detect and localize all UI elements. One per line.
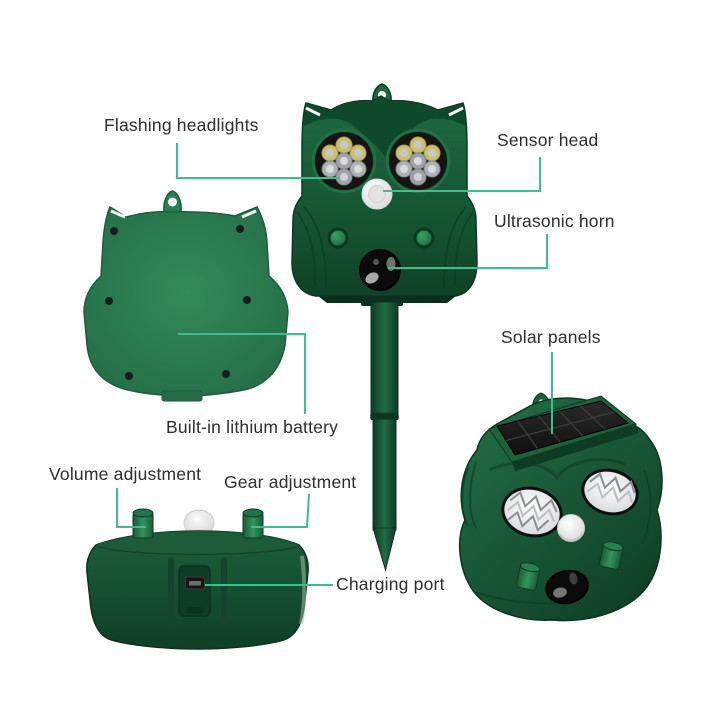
- front-view-device: [291, 83, 478, 572]
- lower-slot: [186, 607, 204, 614]
- callout-lines: [116, 143, 553, 586]
- brow-shading: [304, 96, 466, 157]
- ear-notch-right: [448, 106, 464, 117]
- callout-line-ultrasonic-horn: [388, 234, 548, 269]
- adjustment-knob-left-angled: [515, 562, 541, 591]
- label-charging-port: Charging port: [336, 574, 445, 594]
- solar-panel: [488, 395, 639, 471]
- ridge-left: [168, 557, 174, 631]
- led-headlight-right: [385, 128, 451, 194]
- base-top-edge: [97, 546, 298, 556]
- adjustment-knob-right: [413, 227, 435, 249]
- back-panel: [83, 205, 289, 397]
- label-ultrasonic-horn: Ultrasonic horn: [494, 211, 615, 231]
- led-reflector-left: [501, 486, 563, 538]
- led-reflector-right: [581, 468, 639, 516]
- pir-sensor: [361, 178, 393, 210]
- adjustment-knob-right-angled: [598, 541, 624, 570]
- label-gear-adjustment: Gear adjustment: [224, 472, 357, 492]
- bottom-tab: [161, 390, 203, 402]
- callout-line-flashing-headlights: [176, 143, 340, 179]
- callout-line-gear-adjustment: [251, 493, 310, 528]
- ridge-right: [221, 557, 227, 631]
- label-built-in-lithium-battery: Built-in lithium battery: [166, 417, 339, 437]
- ear-notch-right: [241, 209, 257, 219]
- ultrasonic-speaker: [359, 249, 401, 291]
- hanging-loop-hole: [168, 197, 177, 207]
- base-edge-highlight: [299, 555, 307, 625]
- adjustment-knob-left: [327, 227, 349, 249]
- back-panel-screws: [105, 225, 251, 380]
- label-flashing-headlights: Flashing headlights: [104, 115, 259, 135]
- callout-line-volume-adjustment: [116, 488, 146, 528]
- callout-line-built-in-lithium-battery: [178, 333, 306, 414]
- brow-ridge: [489, 458, 626, 481]
- ultrasonic-speaker-angled: [545, 569, 589, 605]
- ear-notch-left: [305, 106, 321, 117]
- label-sensor-head: Sensor head: [497, 130, 599, 150]
- bottom-view-device: [86, 508, 309, 650]
- callout-line-sensor-head: [383, 157, 541, 192]
- ear-notch-left: [110, 209, 126, 219]
- angled-view-device: [459, 392, 663, 622]
- charging-port: [178, 565, 211, 617]
- back-view-device: [83, 190, 289, 402]
- led-headlight-left: [311, 128, 377, 194]
- label-solar-panels: Solar panels: [501, 327, 601, 347]
- wing-ridges: [296, 206, 474, 289]
- pir-sensor-angled: [557, 514, 585, 542]
- ground-stake: [361, 298, 403, 572]
- volume-knob: [132, 508, 154, 539]
- label-volume-adjustment: Volume adjustment: [49, 464, 202, 484]
- gear-knob: [242, 508, 264, 539]
